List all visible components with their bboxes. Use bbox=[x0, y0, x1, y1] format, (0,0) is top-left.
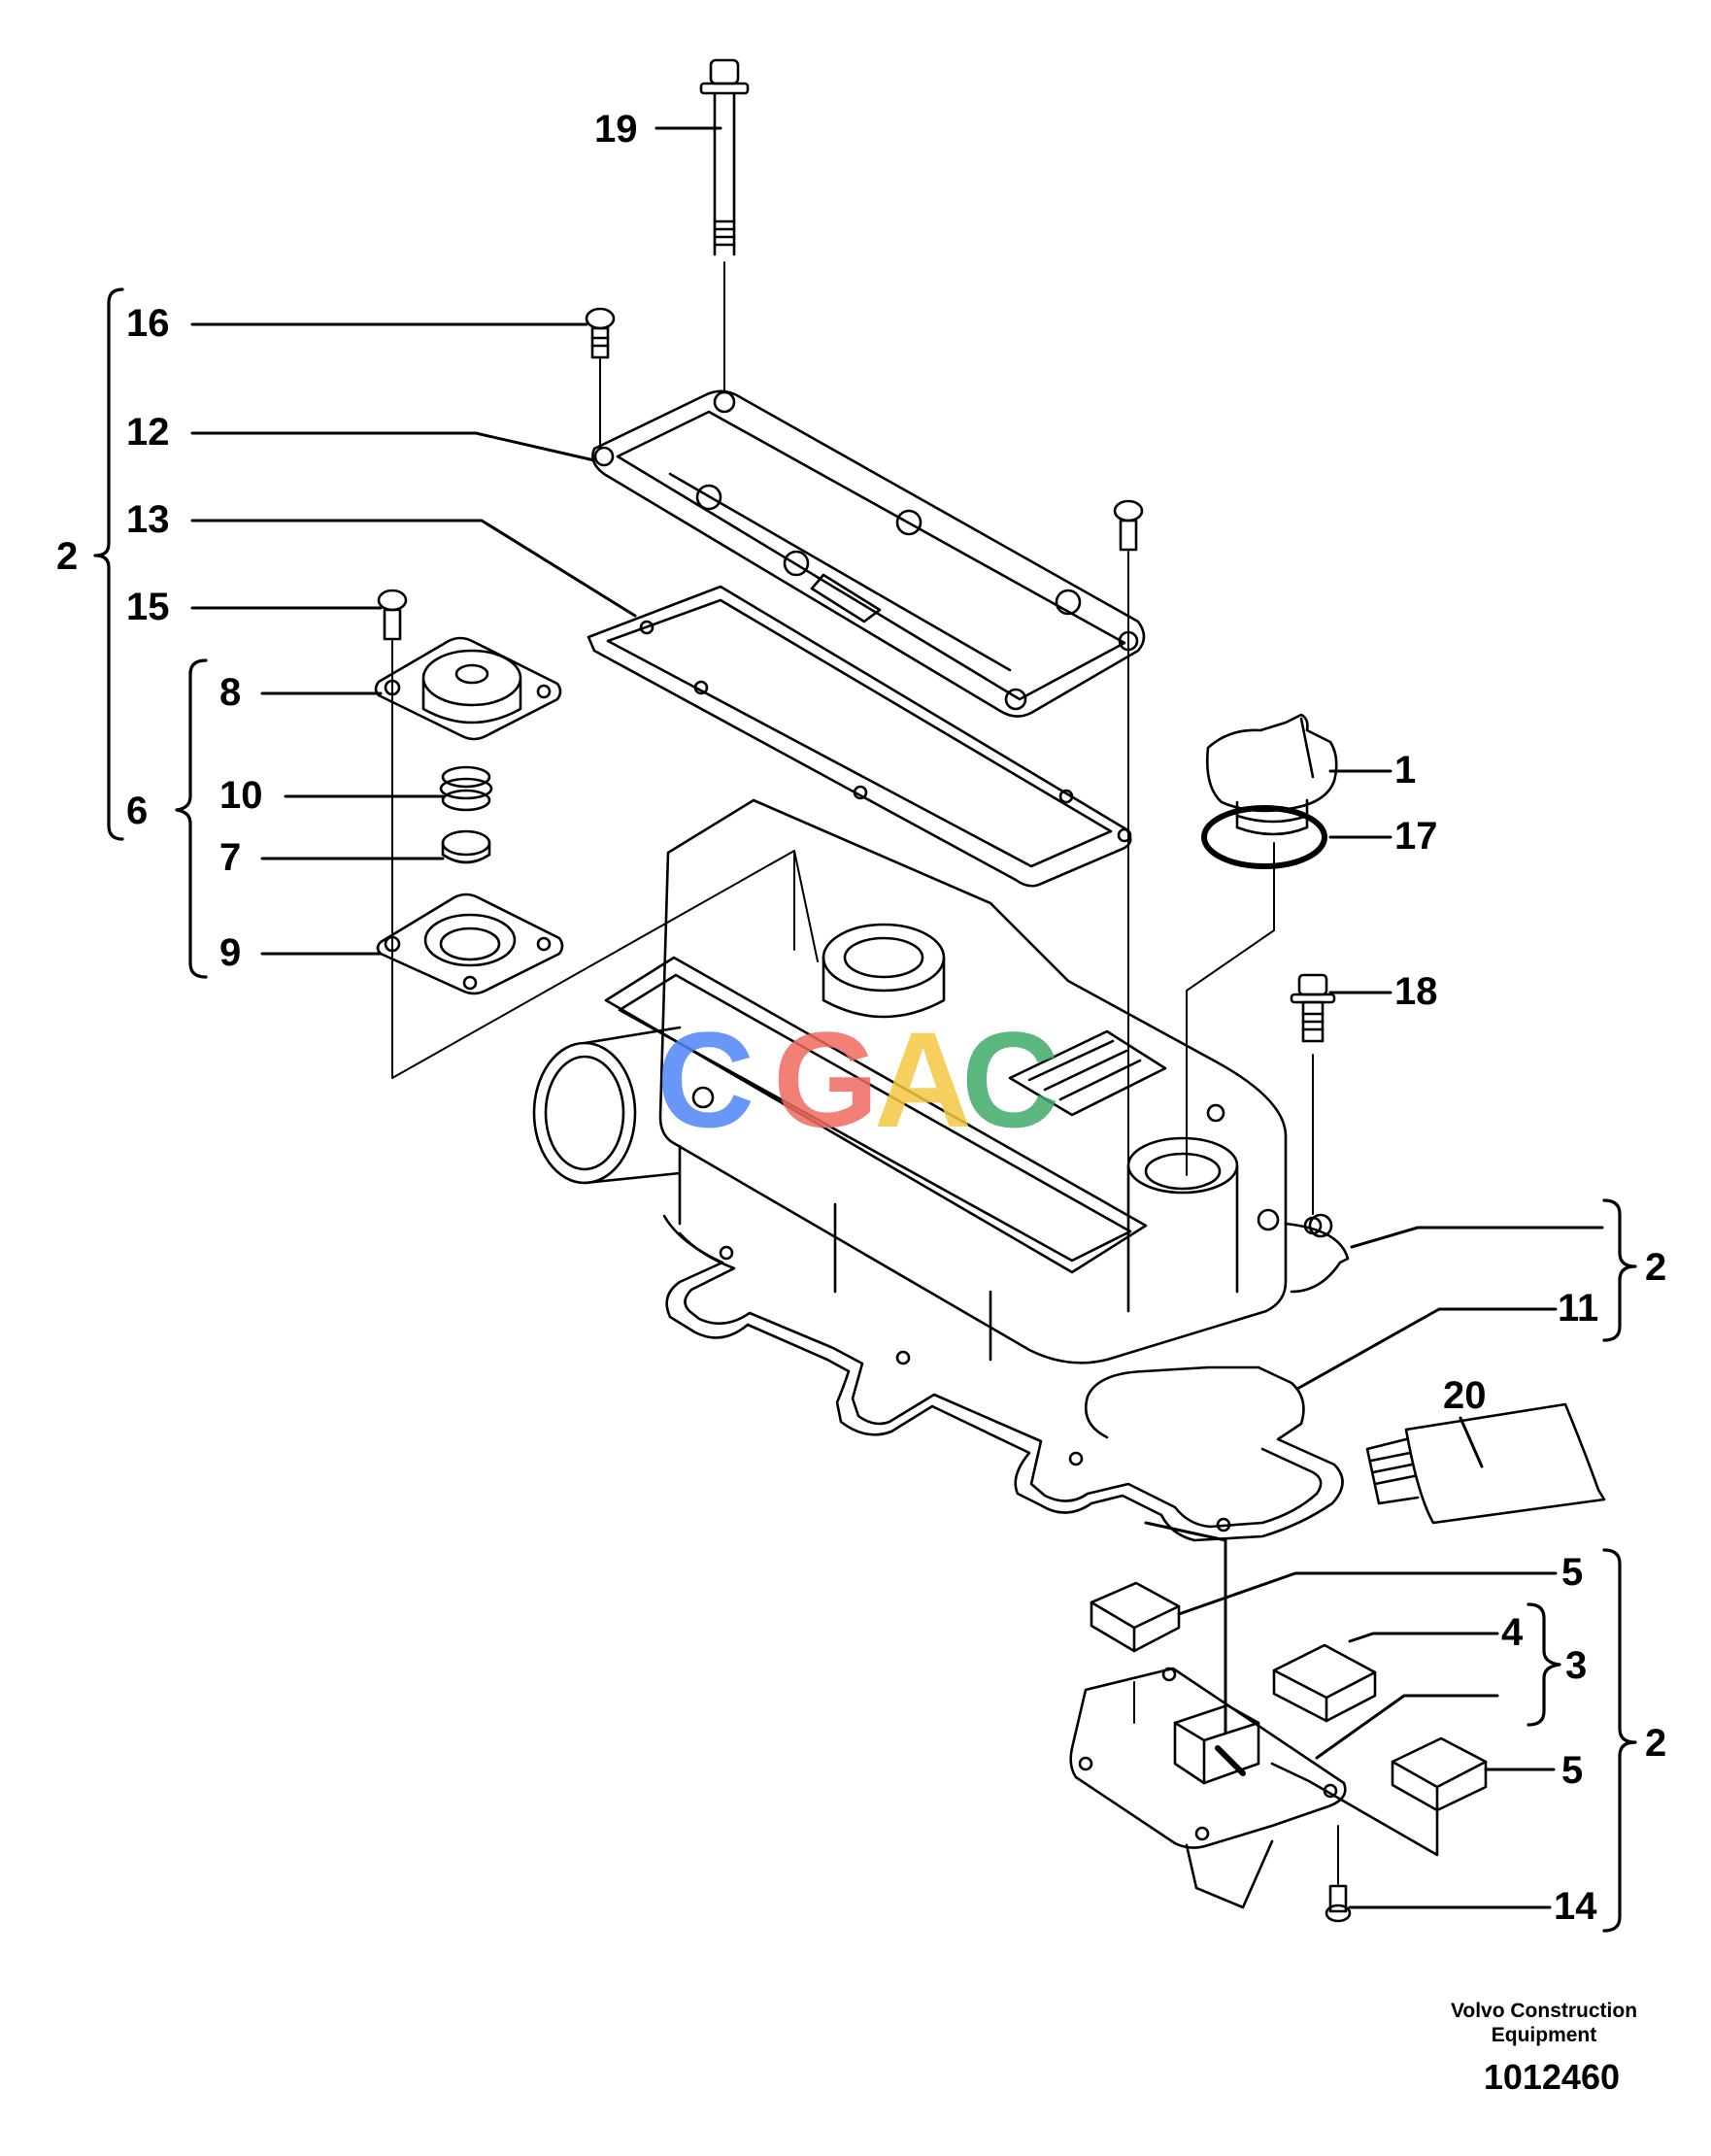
pad-5-upper-drawing bbox=[1090, 1581, 1181, 1724]
gasket-11-drawing bbox=[662, 1214, 1344, 1542]
screw-drawing bbox=[1113, 499, 1144, 1201]
callout-13: 13 bbox=[126, 498, 170, 541]
breather-cap-8-drawing bbox=[374, 636, 562, 741]
spring-10-drawing bbox=[439, 765, 493, 812]
watermark: C G A C bbox=[656, 1003, 1059, 1156]
watermark-letter: C bbox=[656, 1003, 755, 1156]
leader-lines bbox=[190, 126, 1604, 1909]
gasket-13-drawing bbox=[587, 585, 1132, 888]
group-braces bbox=[93, 287, 1637, 1933]
callout-7: 7 bbox=[219, 836, 241, 879]
pad-4-drawing bbox=[1272, 1643, 1377, 1723]
rocker-housing-drawing bbox=[604, 798, 1350, 1364]
screw-16-drawing bbox=[585, 307, 616, 450]
oil-filler-cap-1-drawing bbox=[1186, 713, 1338, 1176]
callout-group-2-mid: 2 bbox=[1645, 1246, 1666, 1289]
callout-5-upper: 5 bbox=[1561, 1551, 1583, 1594]
callout-4: 4 bbox=[1501, 1611, 1524, 1654]
sealant-tube-20-drawing bbox=[1365, 1402, 1606, 1525]
callout-18: 18 bbox=[1394, 970, 1438, 1013]
watermark-letter: C bbox=[961, 1003, 1059, 1156]
callout-group-6: 6 bbox=[126, 790, 148, 832]
o-ring-17-drawing bbox=[1201, 805, 1327, 869]
callout-16: 16 bbox=[126, 302, 170, 345]
brand-line-2: Equipment bbox=[1491, 2024, 1597, 2046]
callout-8: 8 bbox=[219, 671, 241, 714]
callout-9: 9 bbox=[219, 931, 241, 974]
document-number: 1012460 bbox=[1483, 2057, 1620, 2097]
breather-base-9-drawing bbox=[376, 893, 564, 995]
callout-12: 12 bbox=[126, 411, 170, 454]
callout-1: 1 bbox=[1394, 749, 1416, 792]
bottom-cover-drawing bbox=[1069, 1667, 1439, 1909]
pad-5-lower-drawing bbox=[1391, 1736, 1488, 1812]
callout-17: 17 bbox=[1394, 815, 1438, 858]
watermark-letter: A bbox=[874, 1003, 972, 1156]
callout-19: 19 bbox=[594, 108, 638, 151]
callout-5-lower: 5 bbox=[1561, 1749, 1583, 1792]
callout-11: 11 bbox=[1558, 1287, 1598, 1330]
valve-cover-12-drawing bbox=[591, 389, 1146, 718]
callout-group-3: 3 bbox=[1565, 1644, 1587, 1687]
valve-disc-7-drawing bbox=[441, 829, 491, 864]
callout-10: 10 bbox=[219, 774, 263, 817]
intake-pipe-drawing bbox=[532, 1026, 682, 1185]
screw-14-drawing bbox=[1325, 1825, 1352, 1923]
callout-20: 20 bbox=[1443, 1374, 1487, 1417]
callout-group-2: 2 bbox=[56, 535, 78, 578]
brand-label: Volvo Construction Equipment bbox=[1427, 1999, 1661, 2047]
bolt-19-drawing bbox=[699, 58, 750, 391]
callout-numbers: 19 16 12 13 2 15 8 10 6 7 9 1 17 18 2 11… bbox=[56, 108, 1666, 1928]
watermark-letter: G bbox=[773, 1003, 879, 1156]
brand-line-1: Volvo Construction bbox=[1450, 2000, 1638, 2022]
bolt-18-drawing bbox=[1290, 973, 1336, 1215]
callout-14: 14 bbox=[1554, 1885, 1597, 1928]
callout-15: 15 bbox=[126, 586, 170, 628]
callout-group-2-bottom: 2 bbox=[1645, 1722, 1666, 1765]
